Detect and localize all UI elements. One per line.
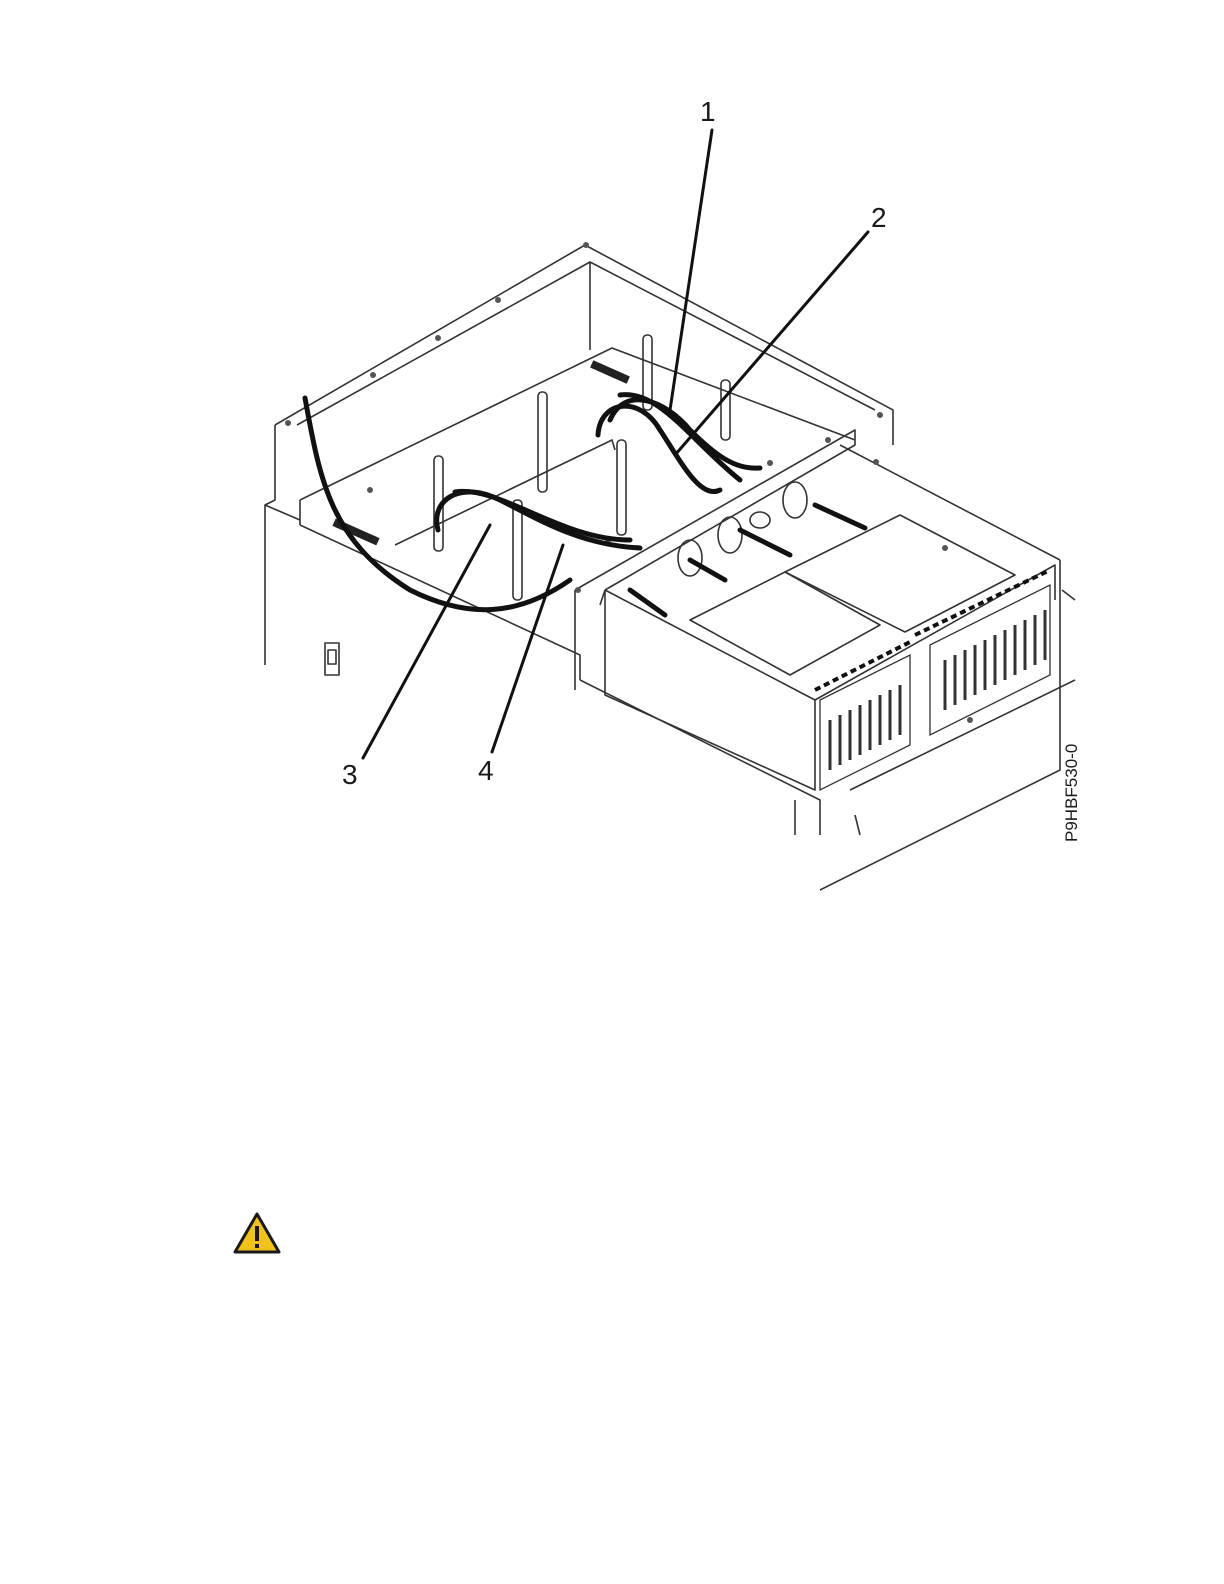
cable-routing-illustration: 1 2 3 4 P9HBF530-0	[0, 0, 1224, 900]
callout-4: 4	[478, 755, 494, 786]
callout-2: 2	[871, 202, 887, 233]
figure-id: P9HBF530-0	[1062, 744, 1081, 842]
callout-1: 1	[700, 96, 716, 127]
callout-3: 3	[342, 759, 358, 790]
warning-triangle-icon	[232, 1211, 282, 1255]
